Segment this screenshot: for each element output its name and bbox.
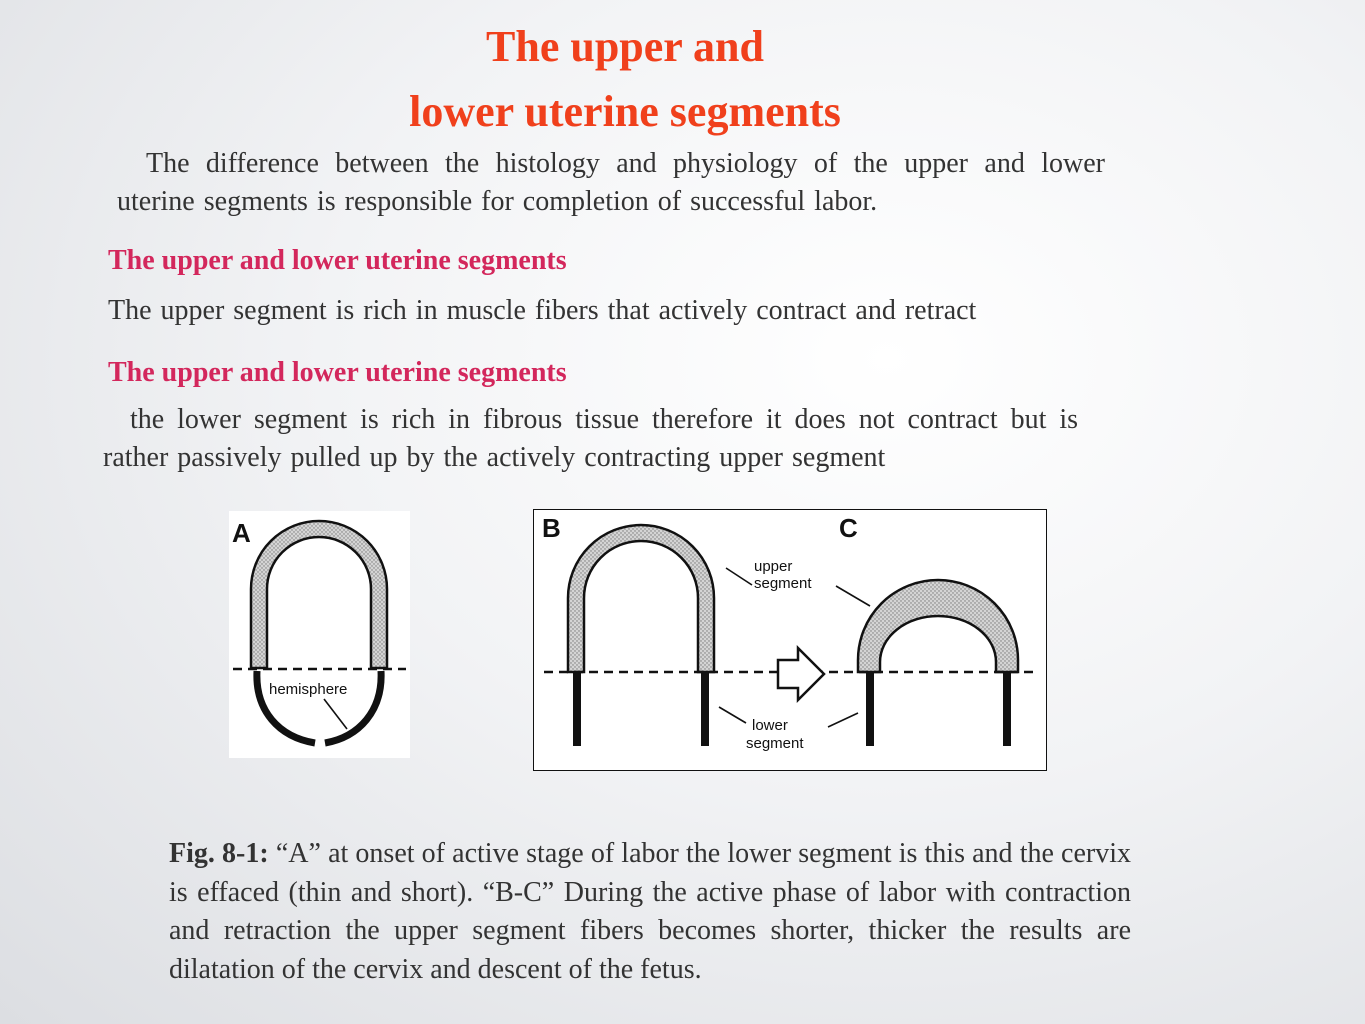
section-heading-lower: The upper and lower uterine segments (108, 357, 567, 388)
figure-caption: Fig. 8-1: “A” at onset of active stage o… (169, 835, 1131, 989)
upper-label-pointer-c (835, 585, 871, 607)
panel-b-lower-segment-right (701, 672, 709, 746)
upper-segment-wall (249, 519, 389, 670)
panel-c-lower-segment-left (866, 672, 874, 746)
hemisphere-label: hemisphere (269, 681, 347, 698)
page-title-line-1: The upper and (486, 22, 764, 71)
upper-label-line-1: upper (754, 558, 792, 575)
page-title-line-2: lower uterine segments (409, 87, 841, 136)
panel-a-letter: A (232, 518, 251, 548)
panel-b-upper-segment (566, 523, 716, 674)
figure-a-diagram: A hemisphere (232, 518, 406, 747)
lower-label-line-2: segment (746, 735, 804, 752)
panel-b-letter: B (542, 513, 561, 543)
figure-caption-text: “A” at onset of active stage of labor th… (169, 838, 1132, 985)
lower-segment-hemisphere (253, 670, 316, 747)
lower-label-pointer-c (827, 712, 859, 728)
panel-c-lower-segment-right (1003, 672, 1011, 746)
panel-c-upper-segment (856, 578, 1020, 674)
figure-bc-diagram: B C upper segment lower segment (542, 513, 1039, 752)
upper-label-pointer-b (725, 567, 753, 586)
lower-segment-paragraph: the lower segment is rich in fibrous tis… (103, 404, 1078, 473)
lower-segment-hemisphere-right (324, 670, 385, 747)
lower-label-pointer-b (718, 706, 747, 724)
upper-segment-paragraph: The upper segment is rich in muscle fibe… (108, 295, 977, 326)
figure-caption-label: Fig. 8-1: (169, 838, 269, 869)
figure-panel-a: A hemisphere (229, 511, 410, 758)
lower-label-line-1: lower (752, 717, 788, 734)
upper-label-line-2: segment (754, 575, 812, 592)
hemisphere-pointer-line (323, 698, 348, 730)
section-heading-upper: The upper and lower uterine segments (108, 245, 567, 276)
intro-paragraph: The difference between the histology and… (117, 148, 1105, 217)
transition-arrow-icon (776, 644, 826, 704)
figure-panel-bc: B C upper segment lower segment (533, 509, 1047, 771)
panel-c-letter: C (839, 513, 858, 543)
panel-b-lower-segment-left (573, 672, 581, 746)
